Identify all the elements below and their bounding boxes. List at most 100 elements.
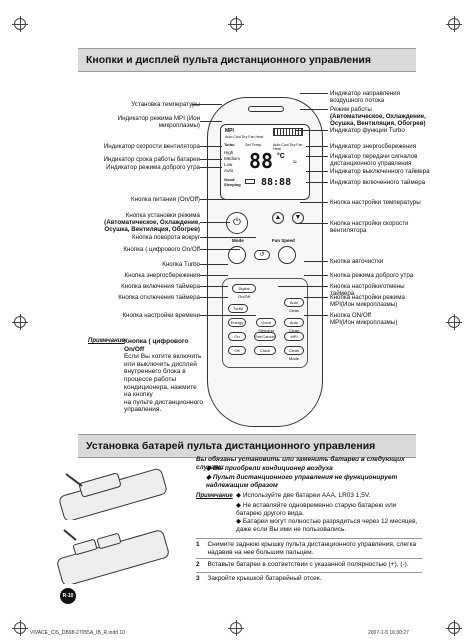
battery-bullet-2-text: Пульт дистанционного управления не функц… [206, 474, 398, 489]
turbo-button[interactable]: Turbo [228, 304, 248, 313]
fan-speed-high: High [224, 150, 234, 155]
step-3-text: Закройте крышкой батарейный отсек. [207, 575, 322, 582]
mode-indicator-row: Auto Cool Dry Fan Heat [273, 143, 303, 151]
section-title-buttons: Кнопки и дисплей пульта дистанционного у… [78, 48, 416, 72]
registration-mark-mid-left [12, 314, 28, 330]
mpi-indicator: MPI [225, 128, 234, 134]
label-timer-off-indicator: Индикатор выключенного таймера [330, 168, 430, 175]
steps-divider-3 [196, 572, 422, 573]
power-button[interactable]: ⏻ [226, 212, 248, 234]
step-3-number: 3 [196, 575, 200, 582]
fan-button-label: Fan Speed [272, 238, 295, 243]
label-mpi-indicator: Индикатор режима MPI (Ион микроплазмы) [117, 115, 200, 129]
registration-mark-mid-right [446, 314, 462, 330]
timer-digits: 88:88 [261, 177, 292, 188]
steps-divider-1 [196, 538, 422, 539]
label-turbo-button: Кнопка Turbo [162, 261, 200, 268]
note-text: Если Вы хотите включить или выключить ди… [124, 353, 202, 399]
label-timer-off-button: Кнопка отключения таймера [118, 294, 200, 301]
button-panel [222, 278, 308, 368]
label-mpi-button: Кнопка настройки режима MPI(Ион микропла… [330, 294, 405, 308]
label-good-sleeping-indicator: Индикатор режима доброго утра [106, 164, 200, 171]
clean-mode-button[interactable]: Clean Mode [284, 346, 304, 361]
label-clock-button: Кнопка настройки времени [122, 312, 200, 319]
label-temp-button: Кнопка настройки температуры [330, 199, 421, 206]
registration-mark-bottom-right [446, 620, 462, 636]
swing-button[interactable]: ↺ [254, 250, 270, 260]
label-energy-button: Кнопка энергосбережения [124, 272, 200, 279]
battery-bullet-1: ◆ Вы приобрели кондиционер воздуха [206, 465, 333, 472]
battery-note-3-text: Батареи могут полностью разрядиться чере… [236, 518, 418, 533]
step-1: 1 Снимите заднюю крышку пульта дистанцио… [196, 541, 422, 556]
registration-mark-top-center [228, 16, 244, 32]
page-number: R-10 [60, 588, 76, 604]
signal-icon: ≈ [293, 159, 297, 166]
label-fan-speed-button: Кнопка настройки скорости вентилятора [330, 220, 409, 234]
clock-button[interactable]: Clock [254, 346, 276, 355]
label-set-temperature: Установка температуры [131, 101, 200, 108]
turbo-label: Turbo [224, 143, 235, 147]
label-fan-speed-indicator: Индикатор скорости вентилятора [103, 143, 200, 150]
energy-button[interactable]: Energy [228, 318, 246, 327]
remote-display: MPI Auto Cool Dry Fan Heat Set Temp. Tur… [220, 124, 310, 200]
auto-clean-button-2[interactable]: Auto Clean [284, 318, 304, 333]
battery-bullet-2: ◆ Пульт дистанционного управления не фун… [206, 474, 398, 489]
registration-mark-top-left [12, 16, 28, 32]
label-auto-clean-button: Кнопка авточистки [330, 258, 384, 265]
step-2-text: Вставьте батареи в соответствии с указан… [207, 561, 409, 568]
note-body: Кнопка ( цифрового On/Off Если Вы хотите… [124, 338, 204, 414]
remote-control: MPI Auto Cool Dry Fan Heat Set Temp. Tur… [207, 97, 323, 427]
label-power-button: Кнопка питания (On/Off) [130, 196, 200, 203]
step-1-number: 1 [196, 541, 200, 548]
fan-speed-low: Low [224, 162, 233, 167]
temp-up-button[interactable]: ▲ [272, 212, 284, 224]
note-tag: Примечание [88, 338, 125, 344]
temperature-unit: °C [277, 153, 285, 160]
mode-button[interactable] [228, 246, 246, 264]
battery-note-2-text: Не вставляйте одновременно старую батаре… [236, 502, 397, 517]
set-temp-label: Set Temp. [245, 143, 263, 147]
note-title: Кнопка ( цифрового On/Off [124, 338, 189, 353]
step-3: 3 Закройте крышкой батарейный отсек. [196, 575, 422, 583]
timer-set-cancel-button[interactable]: Set/Cancel [254, 332, 276, 341]
label-operation-mode: Режим работы [330, 106, 372, 113]
step-2: 2 Вставьте батареи в соответствии с указ… [196, 561, 422, 569]
fan-speed-auto: Auto [224, 168, 234, 173]
label-timer-set-cancel: Кнопка настройки/отмены таймера [330, 283, 405, 297]
step-1-text: Снимите заднюю крышку пульта дистанционн… [207, 541, 417, 556]
step-2-number: 2 [196, 561, 200, 568]
registration-mark-bottom-center [228, 620, 244, 636]
timer-on-button[interactable]: On [228, 332, 246, 341]
timer-off-button[interactable]: Off [228, 346, 246, 355]
label-mpi-full: MPI(Ион микроплазмы) [330, 319, 398, 326]
mode-row-small: Auto Cool Dry Fan Heat [225, 135, 264, 139]
label-onoff-button: Кнопка ON/Off [330, 312, 371, 319]
label-energy-indicator: Индикатор энергосбережения [330, 143, 417, 150]
label-operation-mode-list: (Автоматическое, Охлаждение, Осушка, Вен… [330, 113, 426, 127]
battery-note-1-text: Используйте две батареи AAA, LR03 1,5V. [242, 492, 371, 499]
battery-icon [245, 179, 255, 184]
fan-speed-button[interactable] [278, 246, 296, 264]
mpi-button[interactable]: MPI [284, 332, 304, 341]
label-swing-button: Кнопка поворота вокруг [131, 234, 200, 241]
label-timer-on-indicator: Индикатор включенного таймера [330, 179, 426, 186]
label-turbo-indicator: Индикатор функции Turbo [330, 127, 405, 134]
battery-note-3: ◆ Батареи могут полностью разрядиться че… [236, 518, 418, 533]
battery-note-1: ◆ Используйте две батареи AAA, LR03 1,5V… [236, 492, 371, 499]
label-timer-on-button: Кнопка включения таймера [121, 283, 200, 290]
battery-note-2: ◆ Не вставляйте одновременно старую бата… [236, 502, 397, 517]
battery-note-tag: Примечание [196, 493, 233, 499]
label-mode-button: Кнопка установки режима [125, 212, 200, 219]
airflow-indicator [273, 128, 303, 136]
good-sleeping-indicator: Good Sleeping [224, 177, 241, 187]
steps-divider-2 [196, 558, 422, 559]
battery-intro: Вы обязаны установить или заменить батар… [196, 456, 405, 471]
section-title-batteries: Установка батарей пульта дистанционного … [78, 434, 416, 458]
auto-clean-button[interactable]: Auto Clean [284, 298, 304, 313]
battery-illustration-top [59, 468, 167, 520]
label-signal-indicator: Индикатор передачи сигналов дистанционно… [330, 153, 418, 167]
digital-onoff-button[interactable]: Digital On/Off [232, 284, 256, 299]
good-sleeping-button[interactable]: Good Sleeping [256, 318, 276, 333]
fan-speed-medium: Medium [224, 156, 241, 161]
battery-illustration-bottom [57, 529, 169, 584]
